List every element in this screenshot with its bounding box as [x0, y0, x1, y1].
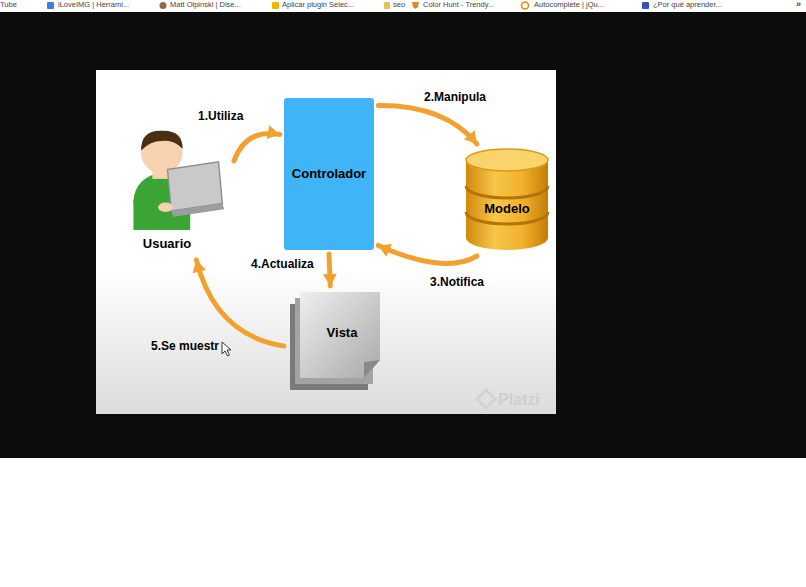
controller-box: Controlador	[284, 98, 374, 250]
bookmark-title: ¿Por qué aprender...	[653, 1, 722, 9]
node-label: Modelo	[484, 202, 530, 217]
bookmark-title: Aplicar plugin Selec...	[282, 1, 354, 9]
bookmark-title: iLoveIMG | Herrami...	[58, 1, 129, 9]
flow-arrow	[234, 133, 280, 161]
node-label: Usuario	[143, 237, 191, 252]
bookmark-title: Matt Olpinski | Dise...	[170, 1, 241, 9]
flow-arrow	[378, 245, 477, 263]
edge-label: 3.Notifica	[430, 276, 484, 289]
bookmark-title: Tube	[0, 1, 17, 9]
bookmark-icon	[272, 2, 279, 9]
bookmark-icon	[412, 2, 419, 9]
edge-label: 4.Actualiza	[251, 258, 314, 271]
view-document: Vista	[288, 290, 382, 392]
bookmark-icon	[522, 2, 529, 9]
bookmark-icon	[47, 2, 54, 9]
bookmark-icon	[160, 2, 167, 9]
watermark-logo	[477, 390, 495, 408]
bookmark-icon	[384, 2, 390, 9]
node-shape	[288, 290, 382, 392]
bookmark-icon	[642, 2, 649, 9]
overflow-chevron: »	[796, 0, 801, 10]
node-shape	[464, 148, 550, 252]
bookmark-title: Autocomplete | jQu...	[534, 1, 604, 9]
bookmark-title: seo	[393, 1, 405, 9]
node-label: Vista	[327, 326, 358, 341]
bookmark-title: Color Hunt - Trendy...	[423, 1, 494, 9]
mouse-cursor	[221, 341, 233, 357]
flow-arrow	[196, 260, 284, 346]
edge-label: 1.Utiliza	[198, 110, 243, 123]
edge-label: 5.Se muestr	[151, 340, 219, 353]
model-cylinder: Modelo	[464, 148, 550, 252]
node-shape	[124, 124, 228, 230]
user-actor: Usuario	[118, 124, 230, 256]
flow-arrow	[329, 254, 330, 286]
node-label: Controlador	[292, 167, 366, 182]
edge-label: 2.Manipula	[424, 91, 486, 104]
watermark: Platzi	[498, 391, 540, 409]
flow-arrow	[378, 106, 477, 144]
